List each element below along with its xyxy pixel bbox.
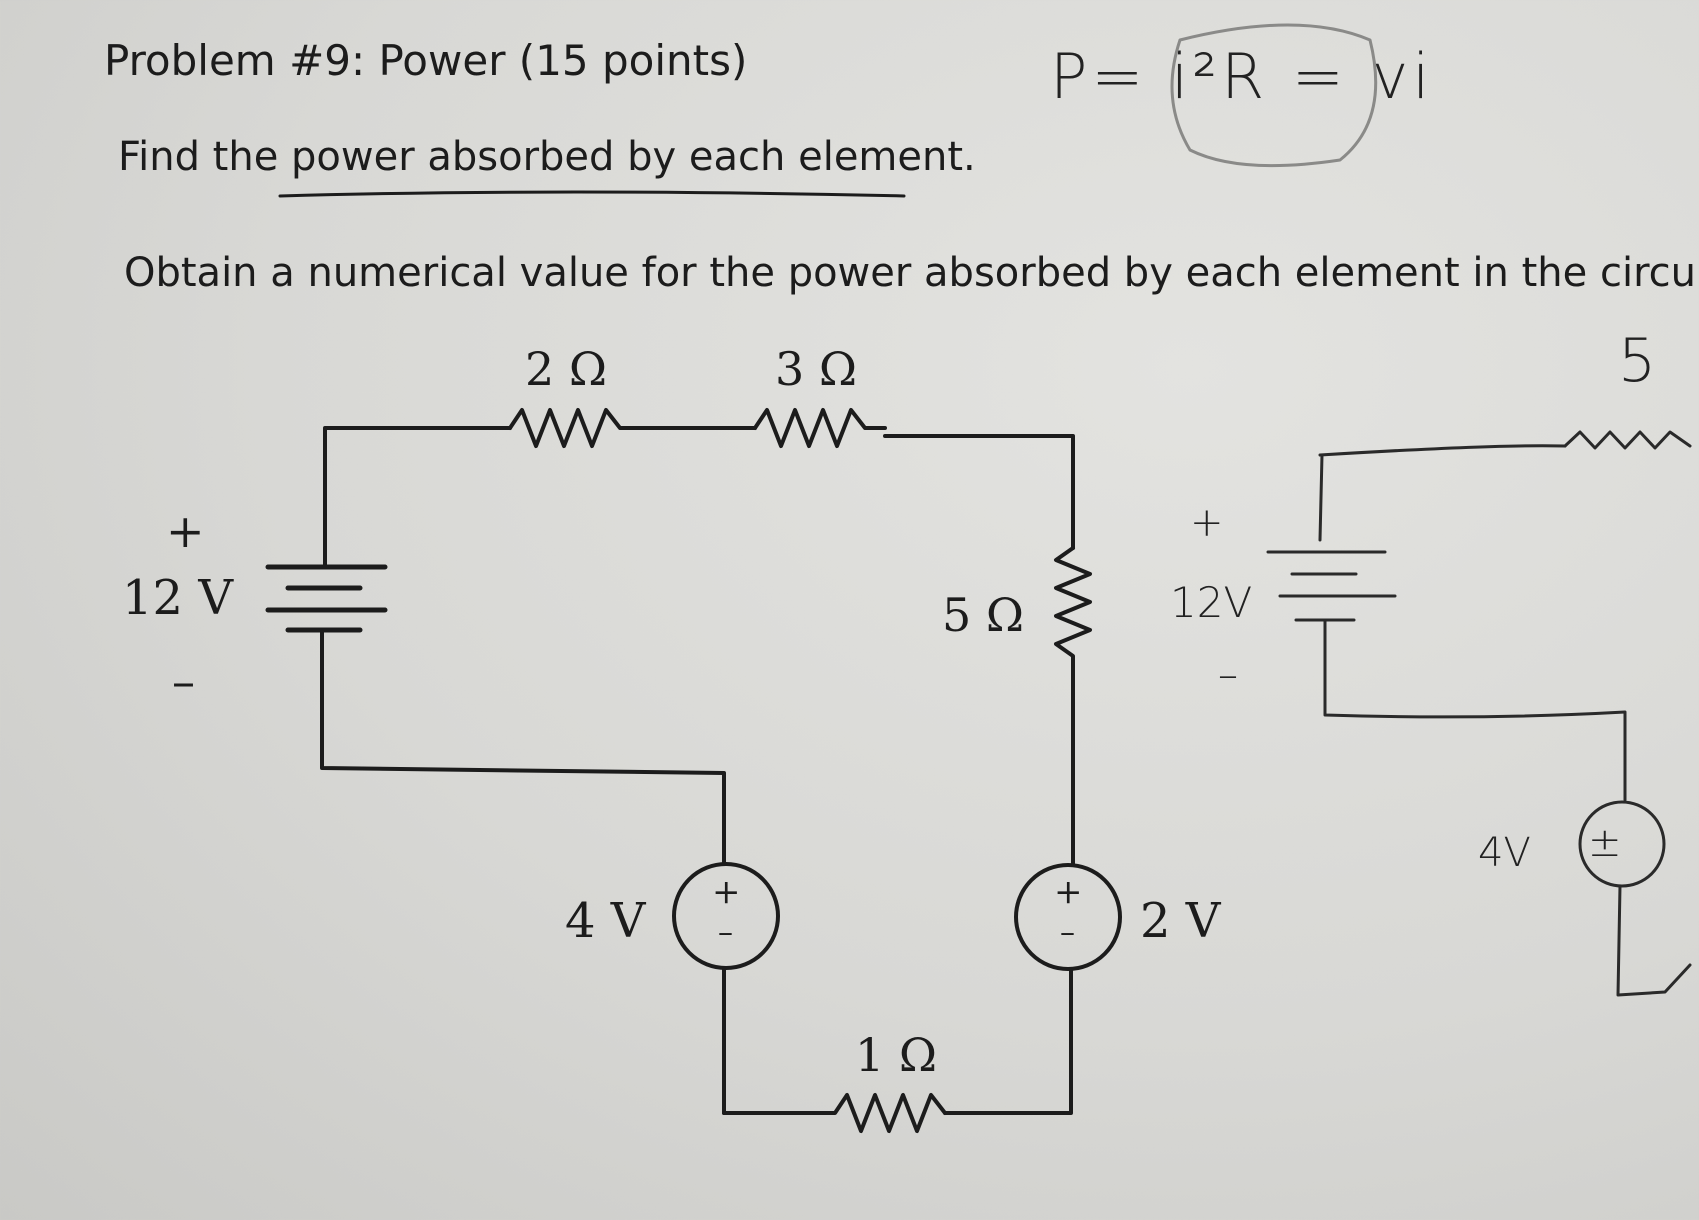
handwritten-five: 5 [1618,326,1657,396]
sketch-wire-bottom [1616,884,1692,997]
battery-minus-sign: – [172,654,195,708]
resistor-2ohm [508,408,642,448]
source-2v-circle [1014,863,1122,971]
problem-title: Problem #9: Power (15 points) [104,36,748,85]
sketch-source-4v-circle [1578,800,1666,888]
resistor-5ohm [1054,546,1092,674]
source-4v-circle [672,862,780,970]
wire-right-bottom [943,967,1073,1115]
sketch-resistor-5 [1563,430,1692,450]
handwritten-12v-label: 12V [1170,578,1253,627]
battery-12v-label: 12 V [122,570,233,626]
wire-left-top [323,426,512,517]
resistor-3ohm-label: 3 Ω [775,342,858,396]
handwritten-4v-label: 4V [1478,830,1531,876]
resistor-1ohm-label: 1 Ω [855,1028,938,1082]
formula-circle [1170,23,1378,168]
resistor-5ohm-label: 5 Ω [942,588,1025,642]
problem-subtitle: Find the power absorbed by each element. [118,134,976,180]
sketch-wire-left [1318,453,1324,542]
subtitle-underline [278,190,906,198]
handwritten-plus-minus: ± [1588,820,1622,866]
sketch-wire-top [1318,444,1567,457]
wire-left-middle [320,638,726,866]
resistor-2ohm-label: 2 Ω [525,342,608,396]
resistor-1ohm [722,1093,947,1133]
source-2v-minus: – [1060,915,1075,950]
source-4v-minus: – [718,915,733,950]
handwritten-plus: + [1190,500,1224,546]
resistor-3ohm [753,408,887,448]
source-4v-label: 4 V [565,893,646,949]
handwritten-minus: – [1218,652,1238,698]
source-2v-label: 2 V [1140,893,1221,949]
source-4v-plus: + [712,872,741,912]
wire-top-right [883,434,1075,550]
battery-plus-sign: + [166,504,205,558]
problem-instruction: Obtain a numerical value for the power a… [124,250,1699,296]
sketch-wire-battery-down [1323,618,1627,802]
handwritten-power-formula: P= i²R = vi [1050,40,1434,113]
source-2v-plus: + [1054,872,1083,912]
